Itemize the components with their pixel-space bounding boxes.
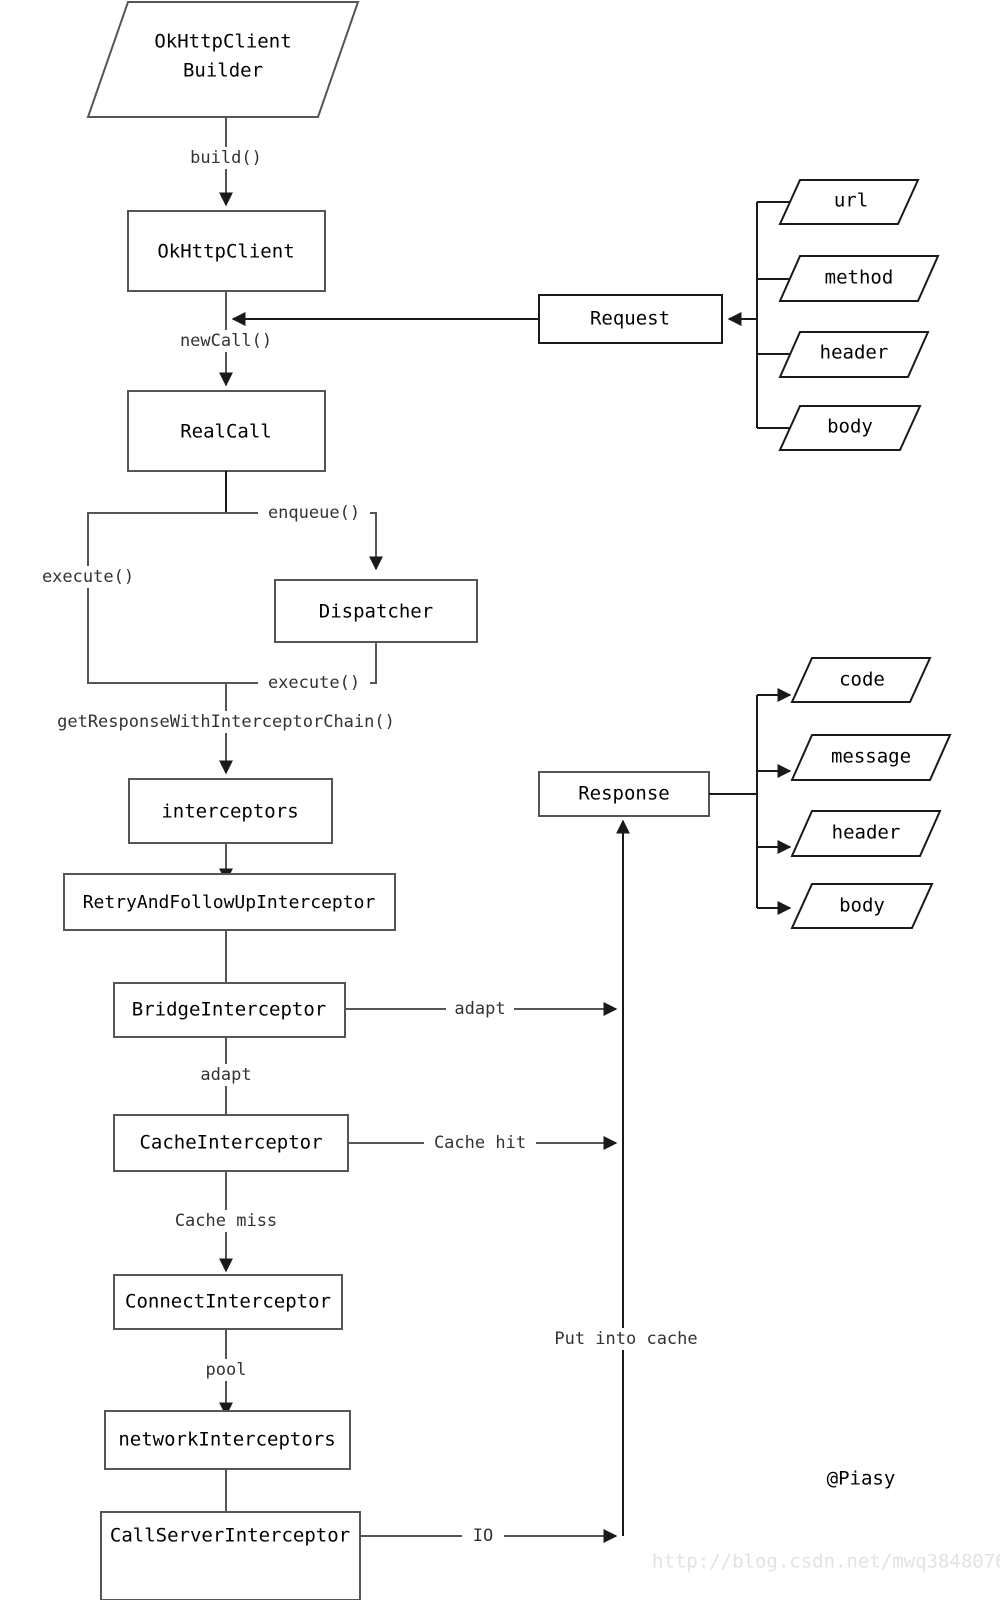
node-dispatcher-label: Dispatcher xyxy=(319,601,433,623)
author-credit: @Piasy xyxy=(827,1468,896,1490)
edge-label-cache-hit: Cache hit xyxy=(434,1133,526,1153)
edge-label-put-into-cache: Put into cache xyxy=(554,1329,697,1349)
edge-adapt-down: adapt xyxy=(190,1037,262,1129)
node-response-attr-header-label: header xyxy=(832,822,901,844)
edge-pool: pool xyxy=(196,1329,258,1417)
edge-cache-hit: Cache hit xyxy=(348,1132,618,1154)
edge-label-build: build() xyxy=(190,148,262,168)
node-response-label: Response xyxy=(578,783,670,805)
edge-label-pool: pool xyxy=(206,1360,247,1380)
edge-adapt-right: adapt xyxy=(345,998,618,1020)
node-request-label: Request xyxy=(590,308,670,330)
node-response-attr-message[interactable]: message xyxy=(757,734,952,781)
edge-enqueue: enqueue() xyxy=(226,502,383,571)
edge-execute-dispatcher: execute() xyxy=(226,642,377,694)
node-response[interactable]: Response xyxy=(538,771,710,817)
node-cache-interceptor-label: CacheInterceptor xyxy=(139,1132,322,1154)
edge-new-call: newCall() xyxy=(170,291,282,387)
node-request-attr-url[interactable]: url xyxy=(757,179,920,225)
node-response-attr-body[interactable]: body xyxy=(757,883,934,929)
edge-execute-left: execute() xyxy=(32,512,226,684)
node-request-attr-body-label: body xyxy=(827,416,873,438)
edge-label-adapt-right: adapt xyxy=(454,999,505,1019)
node-request-attr-body[interactable]: body xyxy=(757,405,922,451)
edge-io: IO xyxy=(360,1525,618,1547)
edge-build: build() xyxy=(178,117,274,207)
node-response-attr-body-label: body xyxy=(839,895,885,917)
node-request-attr-header[interactable]: header xyxy=(757,331,930,378)
node-okhttpclient-builder-label-line2: Builder xyxy=(183,60,263,82)
node-okhttpclient[interactable]: OkHttpClient xyxy=(127,210,326,292)
node-realcall[interactable]: RealCall xyxy=(127,390,326,472)
edge-label-execute-dispatcher: execute() xyxy=(268,673,360,693)
node-interceptors-label: interceptors xyxy=(161,801,298,823)
node-okhttpclient-builder-label-line1: OkHttpClient xyxy=(154,31,291,53)
node-interceptors[interactable]: interceptors xyxy=(128,778,333,844)
edge-label-new-call: newCall() xyxy=(180,331,272,351)
node-bridge-interceptor-label: BridgeInterceptor xyxy=(132,999,326,1021)
node-okhttpclient-label: OkHttpClient xyxy=(157,241,294,263)
edge-label-io: IO xyxy=(473,1526,493,1546)
node-bridge-interceptor[interactable]: BridgeInterceptor xyxy=(113,982,346,1038)
node-request-attr-url-label: url xyxy=(834,190,868,212)
edge-label-cache-miss: Cache miss xyxy=(175,1211,277,1231)
node-request-attr-method-label: method xyxy=(825,267,894,289)
node-response-attr-code[interactable]: code xyxy=(757,657,932,703)
node-retry-and-follow-up-interceptor[interactable]: RetryAndFollowUpInterceptor xyxy=(63,873,396,931)
node-retry-and-follow-up-interceptor-label: RetryAndFollowUpInterceptor xyxy=(83,892,376,913)
edge-put-into-cache: Put into cache xyxy=(542,819,710,1536)
node-okhttpclient-builder[interactable]: OkHttpClient Builder xyxy=(86,1,360,118)
node-response-attr-code-label: code xyxy=(839,669,885,691)
node-dispatcher[interactable]: Dispatcher xyxy=(274,579,478,643)
edge-label-adapt-down: adapt xyxy=(200,1065,251,1085)
node-request-attr-method[interactable]: method xyxy=(757,255,940,302)
node-request[interactable]: Request xyxy=(538,294,723,344)
node-connect-interceptor-label: ConnectInterceptor xyxy=(125,1291,331,1313)
edge-get-response-chain: getResponseWithInterceptorChain() xyxy=(38,683,416,775)
edge-label-execute-left: execute() xyxy=(42,567,134,587)
node-response-attr-header[interactable]: header xyxy=(757,810,942,857)
node-network-interceptors-label: networkInterceptors xyxy=(118,1429,335,1451)
edge-label-enqueue: enqueue() xyxy=(268,503,360,523)
node-cache-interceptor[interactable]: CacheInterceptor xyxy=(113,1114,349,1172)
node-response-attr-message-label: message xyxy=(831,746,911,768)
node-realcall-label: RealCall xyxy=(180,421,272,443)
node-call-server-interceptor[interactable]: CallServerInterceptor xyxy=(100,1511,361,1600)
node-network-interceptors[interactable]: networkInterceptors xyxy=(104,1410,351,1470)
node-request-attr-header-label: header xyxy=(820,342,889,364)
node-connect-interceptor[interactable]: ConnectInterceptor xyxy=(113,1274,343,1330)
edge-label-get-response-chain: getResponseWithInterceptorChain() xyxy=(57,712,395,732)
edge-cache-miss: Cache miss xyxy=(158,1171,294,1273)
watermark-url: http://blog.csdn.net/mwq384807683 xyxy=(652,1551,1000,1573)
node-call-server-interceptor-label: CallServerInterceptor xyxy=(110,1525,350,1547)
